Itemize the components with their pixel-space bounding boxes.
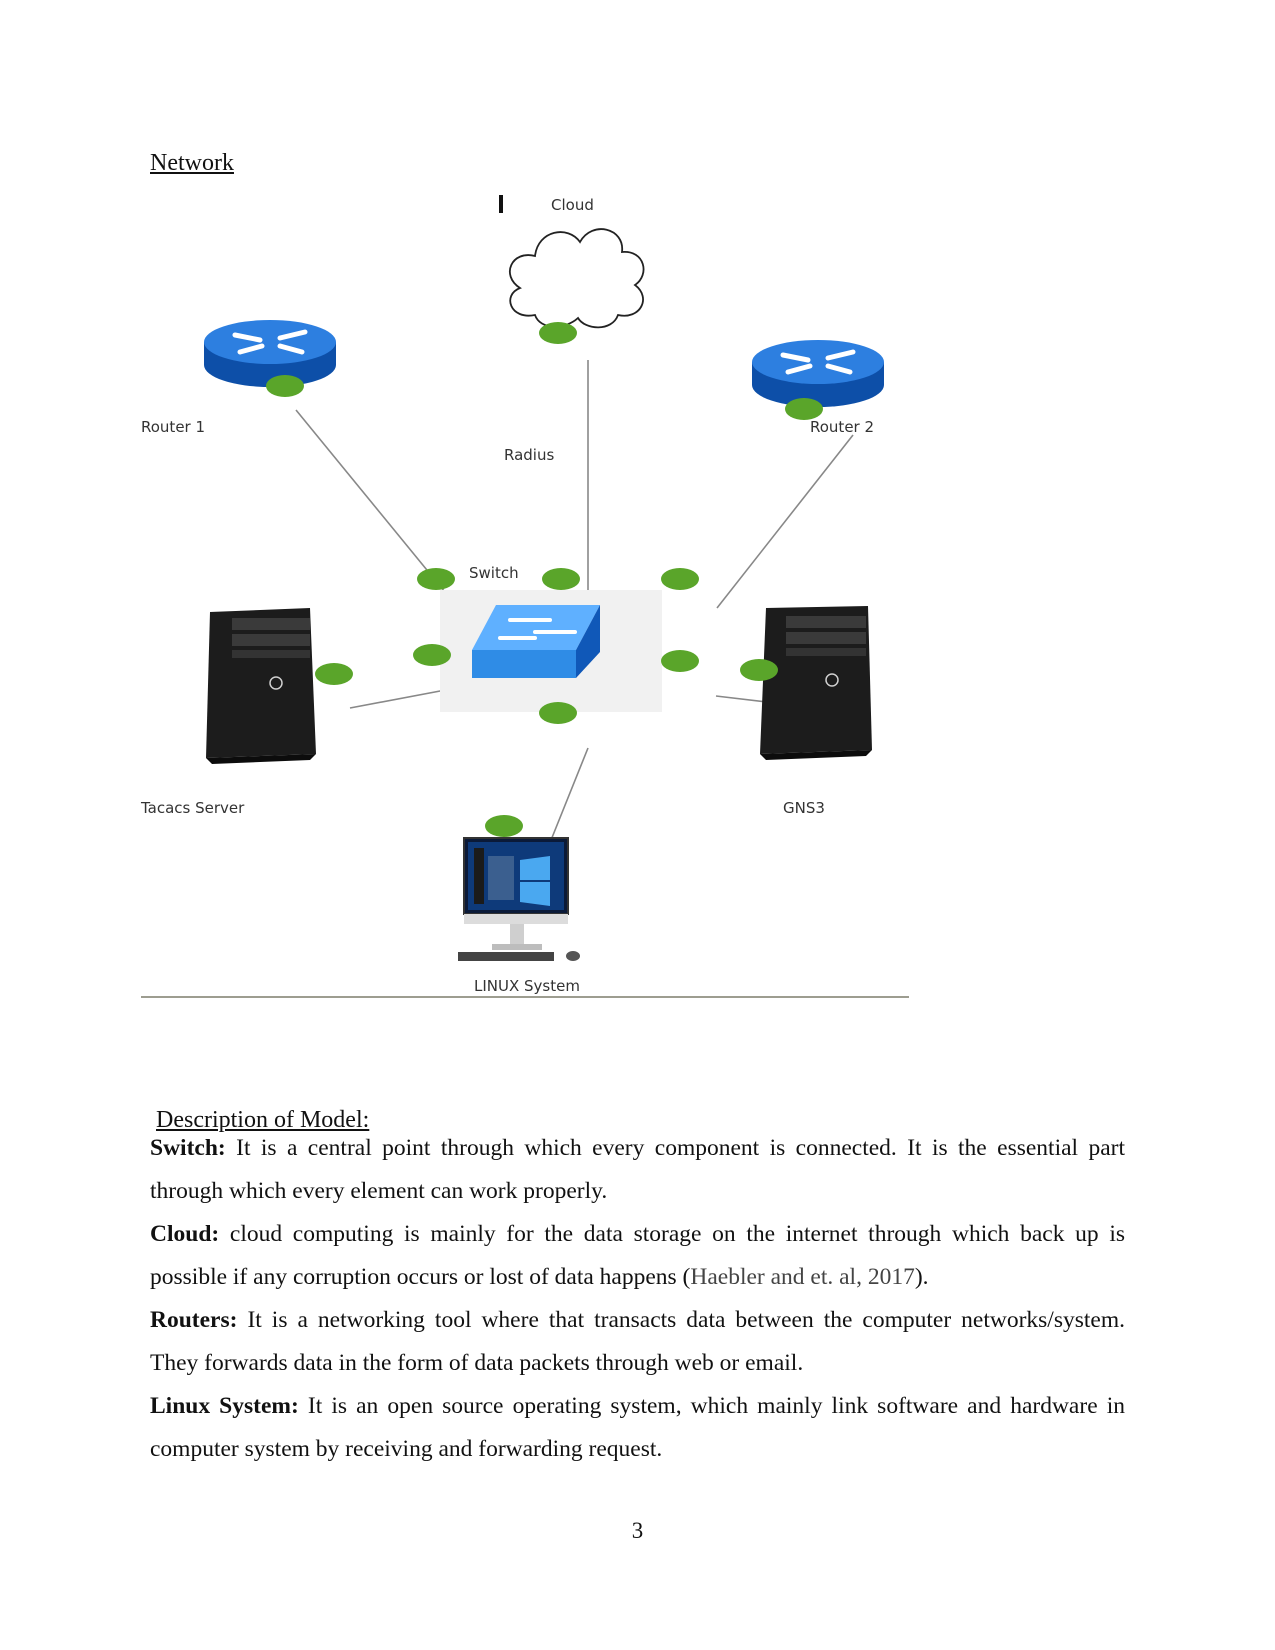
- gns3-label: GNS3: [783, 799, 825, 817]
- radius-label: Radius: [504, 446, 554, 464]
- description-linux: Linux System: It is an open source opera…: [150, 1385, 1125, 1471]
- router-1-icon: [204, 320, 336, 387]
- desc-linux-text: It is an open source operating system, w…: [150, 1393, 1125, 1462]
- tacacs-server-icon: [206, 608, 316, 764]
- term-switch: Switch:: [150, 1135, 226, 1161]
- section-heading: Network: [150, 150, 234, 176]
- citation: Haebler and et. al, 2017: [690, 1264, 915, 1290]
- description-switch: Switch: It is a central point through wh…: [150, 1127, 1125, 1213]
- description-title: Description of Model:: [156, 1107, 370, 1133]
- term-linux: Linux System:: [150, 1393, 299, 1419]
- term-routers: Routers:: [150, 1307, 238, 1333]
- desc-routers-text: It is a networking tool where that trans…: [150, 1307, 1125, 1376]
- desc-switch-text: It is a central point through which ever…: [150, 1135, 1125, 1204]
- description-cloud: Cloud: cloud computing is mainly for the…: [150, 1213, 1125, 1299]
- switch-icon: [472, 605, 600, 678]
- connection-dots: [266, 322, 823, 837]
- gns3-server-icon: [760, 606, 872, 760]
- router-1-label: Router 1: [141, 418, 205, 436]
- tacacs-server-label: Tacacs Server: [140, 799, 245, 817]
- term-cloud: Cloud:: [150, 1221, 220, 1247]
- cloud-icon: [508, 228, 645, 329]
- desc-cloud-tail: ).: [914, 1264, 929, 1290]
- router-2-icon: [752, 340, 884, 407]
- description-routers: Routers: It is a networking tool where t…: [150, 1299, 1125, 1385]
- linux-system-label: LINUX System: [474, 977, 580, 995]
- cloud-label: Cloud: [551, 196, 594, 214]
- linux-desktop-icon: [458, 837, 580, 961]
- router-2-label: Router 2: [810, 418, 874, 436]
- desc-cloud-text: cloud computing is mainly for the data s…: [150, 1221, 1125, 1290]
- link-router2-switch: [716, 434, 854, 609]
- network-diagram: Cloud Router 1 Router 2 Radius Switch: [140, 195, 909, 998]
- text-cursor-mark: [499, 195, 503, 213]
- switch-label: Switch: [469, 564, 519, 582]
- link-tacacs-switch: [349, 687, 457, 709]
- page-number: 3: [631, 1518, 644, 1543]
